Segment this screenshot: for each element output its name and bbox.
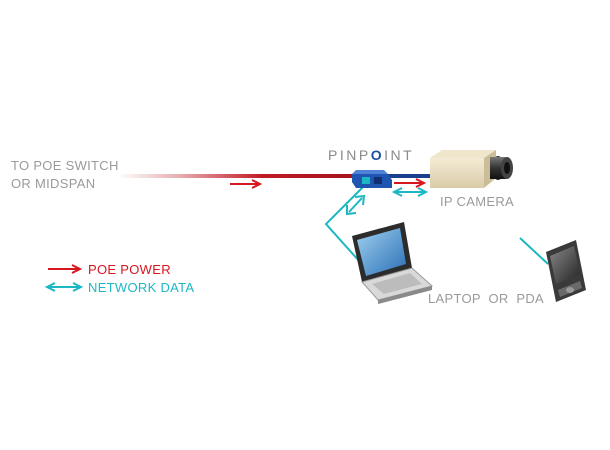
laptop-pda-label: LAPTOP OR PDA bbox=[428, 291, 545, 306]
legend-power-label: POE POWER bbox=[88, 262, 171, 277]
source-label-line2: OR MIDSPAN bbox=[11, 176, 96, 191]
camera-cable bbox=[386, 174, 431, 178]
legend-data-arrow bbox=[44, 282, 84, 292]
source-label-line1: TO POE SWITCH bbox=[11, 158, 119, 173]
camera-data-arrow bbox=[391, 187, 429, 197]
brand-suffix: INT bbox=[384, 147, 415, 163]
ip-camera-icon bbox=[430, 150, 513, 188]
poe-power-arrow bbox=[230, 179, 263, 189]
legend-data-label: NETWORK DATA bbox=[88, 280, 195, 295]
legend-power-arrow bbox=[48, 264, 83, 274]
laptop-icon bbox=[352, 222, 434, 304]
laptop-data-arrow bbox=[346, 194, 366, 216]
brand-logo: PINPOINT bbox=[328, 147, 414, 163]
brand-prefix: PINP bbox=[328, 147, 371, 163]
brand-accent: O bbox=[370, 147, 385, 163]
laptop-data-cable bbox=[324, 183, 367, 263]
camera-power-arrow bbox=[394, 178, 427, 188]
camera-label: IP CAMERA bbox=[440, 194, 514, 209]
pinpoint-device-icon bbox=[352, 170, 392, 188]
pda-icon bbox=[519, 237, 586, 302]
poe-cable bbox=[118, 174, 358, 178]
